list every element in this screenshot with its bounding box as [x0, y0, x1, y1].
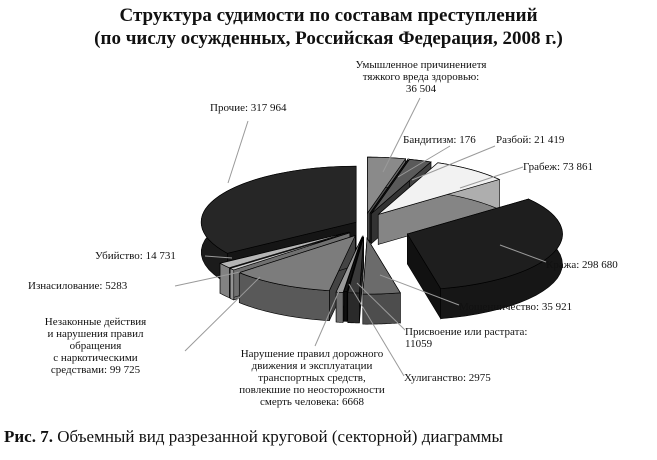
data-label-9: Нарушение правил дорожного движения и эк… — [239, 348, 385, 408]
pie-slice-6 — [362, 237, 401, 325]
data-label-5: Кража: 298 680 — [546, 259, 618, 271]
figure-caption-text: Объемный вид разрезанной круговой (секто… — [52, 427, 503, 446]
figure-caption-number: Рис. 7. — [4, 427, 53, 446]
data-label-8: Хулиганство: 2975 — [404, 372, 491, 384]
chart-title: Структура судимости по составам преступл… — [94, 5, 563, 49]
leader-line-12 — [204, 255, 233, 259]
leader-line-11 — [174, 271, 241, 287]
leader-line-13 — [227, 120, 249, 184]
leader-line-2 — [397, 145, 451, 178]
data-label-1: Умышленное причинениетя тяжкого вреда зд… — [355, 59, 487, 95]
leader-line-8 — [348, 283, 405, 377]
pie-chart — [174, 97, 563, 377]
pie-slice-4 — [377, 162, 501, 246]
data-label-10: Незаконные действия и нарушения правил о… — [44, 316, 147, 376]
pie-slice-5 — [406, 198, 563, 320]
figure-caption: Рис. 7. Объемный вид разрезанной кругово… — [4, 427, 654, 447]
leader-line-6 — [379, 274, 460, 306]
leader-line-4 — [459, 166, 524, 189]
leader-line-3 — [411, 145, 496, 181]
data-label-12: Убийство: 14 731 — [95, 250, 176, 262]
leader-line-5 — [499, 244, 547, 263]
data-label-13: Прочие: 317 964 — [210, 102, 287, 114]
data-label-6: Мошенничество: 35 921 — [459, 301, 573, 313]
leader-line-1 — [382, 97, 421, 173]
leader-line-10 — [184, 276, 261, 352]
data-label-11: Изнасилование: 5283 — [28, 280, 128, 292]
data-label-3: Разбой: 21 419 — [496, 134, 565, 146]
leader-line-7 — [356, 282, 406, 331]
pie-slice-7 — [347, 236, 365, 324]
leader-line-9 — [314, 283, 343, 347]
data-label-4: Грабеж: 73 861 — [523, 161, 594, 173]
data-label-2: Бандитизм: 176 — [403, 134, 476, 146]
data-label-7: Присвоение или растрата: 11059 — [405, 326, 528, 350]
